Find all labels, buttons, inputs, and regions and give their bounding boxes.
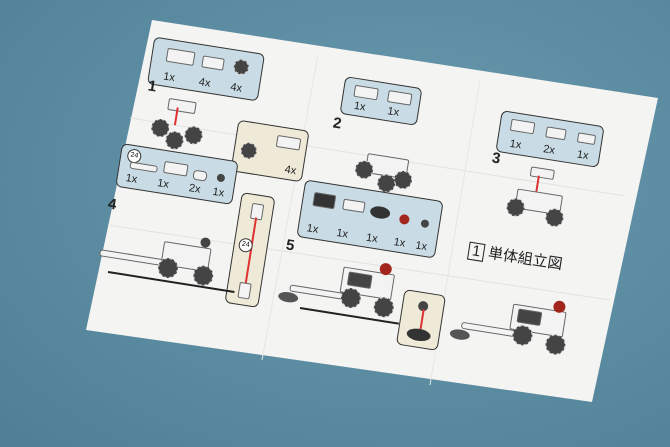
bar-part [129, 161, 159, 173]
dish-part [449, 328, 471, 342]
part-count: 1x [162, 70, 176, 85]
plate-part [545, 126, 567, 141]
dish-part [277, 290, 299, 304]
plate-part [353, 84, 379, 101]
dish-part [405, 327, 432, 343]
plate-part [201, 55, 225, 71]
part-count: 2x [542, 143, 556, 157]
round-part [420, 219, 430, 229]
part-count: 1x [305, 222, 320, 236]
part-count: 1x [335, 226, 349, 241]
part-count: 1x [156, 177, 170, 191]
part-count: 1x [386, 105, 400, 119]
part-count: 1x [365, 231, 379, 246]
wheel-part [392, 169, 414, 191]
plate-part [165, 47, 196, 66]
tile-part [576, 132, 597, 146]
tile-part [342, 198, 366, 213]
clip-part [237, 281, 252, 300]
round-part [216, 173, 226, 183]
red-arrow-icon [535, 175, 540, 192]
wheel-part [232, 58, 250, 76]
part-count: 4x [229, 81, 243, 95]
plate-part [386, 90, 413, 106]
wheel-part [191, 264, 215, 288]
part-count: 1x [508, 137, 523, 152]
plate-part [509, 118, 536, 135]
callout-count: 4x [283, 163, 298, 178]
wheel-part [544, 207, 565, 228]
part-count: 1x [575, 148, 590, 163]
part-count: 1x [352, 99, 367, 114]
slope-part [312, 191, 337, 210]
clip-part [192, 169, 208, 182]
red-round-part [398, 213, 411, 226]
step-5-callout [395, 289, 447, 351]
wheel-part [164, 130, 185, 151]
part-count: 1x [124, 172, 139, 186]
wheel-part [372, 295, 396, 319]
section-number: 1 [466, 241, 486, 262]
part-count: 2x [188, 182, 202, 196]
wheel-part [239, 141, 258, 160]
part-count: 1x [211, 185, 226, 200]
step-1-callout: 4x [230, 119, 310, 183]
red-arrow-icon [419, 309, 425, 330]
step-3-model [503, 164, 574, 238]
dish-part [369, 205, 391, 220]
wheel-part [183, 124, 204, 146]
part-count: 4x [197, 76, 212, 90]
round-part [199, 236, 212, 249]
wheel-part [543, 333, 567, 357]
step-1-model [146, 96, 213, 155]
part-count: 1x [392, 236, 407, 250]
plate-part [275, 134, 302, 151]
plate-part [163, 160, 189, 177]
part-count: 1x [414, 239, 428, 254]
